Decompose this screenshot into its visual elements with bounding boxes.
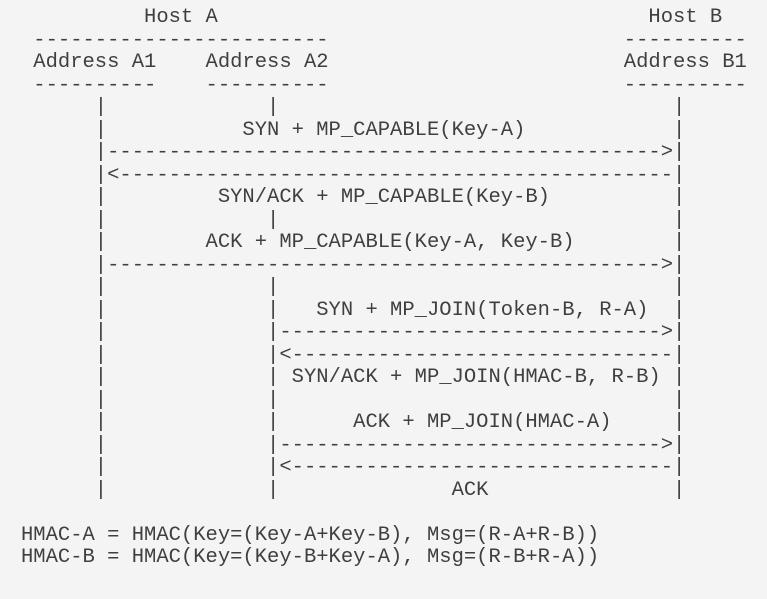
ascii-sequence-diagram: Host A Host B ------------------------ -… bbox=[21, 6, 747, 569]
